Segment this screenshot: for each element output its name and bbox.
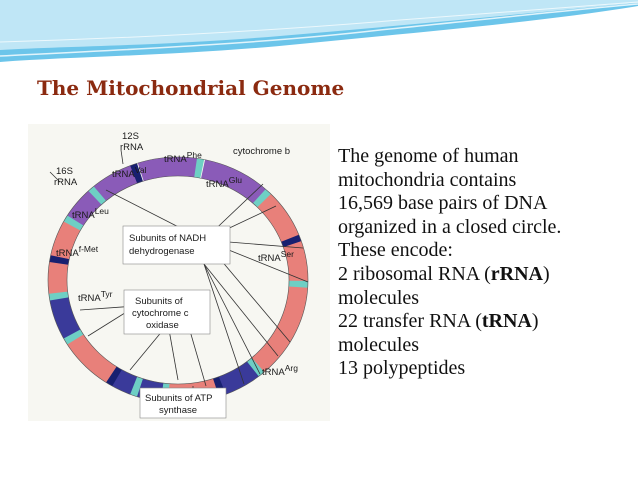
ring-trna-marker bbox=[281, 234, 302, 248]
ring-trna-marker bbox=[246, 357, 265, 377]
label-box-cox bbox=[123, 289, 211, 335]
ring-segment-nd6 bbox=[255, 191, 301, 245]
leader-line bbox=[187, 323, 207, 387]
label-box-nadh bbox=[122, 225, 231, 265]
label-cox-line3: oxidase bbox=[146, 320, 179, 331]
ring-trna-marker bbox=[88, 186, 107, 205]
ring-trna-marker bbox=[130, 163, 143, 184]
ring-trna-marker bbox=[252, 189, 271, 208]
leader-line bbox=[49, 171, 61, 183]
text-line: The genome of human bbox=[338, 145, 519, 167]
leader-line bbox=[203, 263, 245, 385]
text-line: organized in a closed circle. bbox=[338, 215, 562, 238]
label-16s-rrna-line1: 16S bbox=[56, 166, 73, 177]
text-line-trna: 22 transfer RNA (tRNA) bbox=[338, 310, 539, 333]
label-trna-leu: tRNALeu bbox=[72, 206, 109, 221]
label-trna-arg: tRNAArg bbox=[262, 363, 298, 378]
mitochondrial-genome-diagram: 12S rRNA 16S rRNA tRNAPhe tRNAVal cytoch… bbox=[47, 131, 309, 419]
slide-title: The Mitochondrial Genome bbox=[37, 76, 345, 100]
text-line: mitochondria contains bbox=[338, 168, 517, 191]
ring-trna-marker bbox=[63, 329, 84, 345]
label-nadh-line2: dehydrogenase bbox=[129, 246, 195, 257]
header-wave-line bbox=[0, 1, 638, 43]
label-cox-line1: Subunits of bbox=[135, 296, 183, 307]
label-trna-val: tRNAVal bbox=[112, 165, 146, 180]
ring-trna-marker bbox=[63, 215, 84, 231]
ring-segment-12s-rrna bbox=[137, 157, 201, 182]
description-text: The genome of human mitochondria contain… bbox=[338, 145, 628, 381]
label-16s-rrna-line2: rRNA bbox=[54, 177, 78, 188]
leader-line bbox=[120, 149, 124, 165]
leader-line bbox=[203, 263, 261, 375]
label-trna-ser: tRNASer bbox=[258, 249, 294, 264]
text-line: 16,569 base pairs of DNA bbox=[338, 192, 548, 215]
label-12s-rrna-line2: rRNA bbox=[120, 142, 144, 153]
text-line: molecules bbox=[338, 333, 420, 356]
ring-segment-cox2 bbox=[49, 294, 82, 342]
ring-segment-nd4l bbox=[215, 359, 262, 396]
text-line-rrna: 2 ribosomal RNA (rRNA) bbox=[338, 262, 550, 285]
ring-segment-nd5-nd4 bbox=[249, 237, 308, 375]
ring-segment-leu bbox=[65, 188, 104, 228]
ring-inner-edge bbox=[66, 175, 290, 385]
ring-trna-marker bbox=[48, 291, 69, 301]
ring-trna-marker bbox=[49, 255, 70, 265]
ring-trna-marker bbox=[288, 280, 308, 288]
label-trna-tyr: tRNATyr bbox=[78, 289, 113, 304]
ring-segment-cyt-b bbox=[201, 159, 269, 206]
leader-line bbox=[203, 263, 279, 357]
ring-segment-cox bbox=[65, 332, 120, 385]
header-wave-line bbox=[0, 3, 638, 57]
text-line: These encode: bbox=[338, 239, 453, 262]
label-trna-fmet: tRNAf-Met bbox=[56, 244, 99, 259]
ring-trna-marker bbox=[194, 158, 205, 179]
ring-trna-marker bbox=[130, 376, 143, 397]
label-trna-phe: tRNAPhe bbox=[164, 150, 202, 165]
label-box-atp bbox=[139, 387, 227, 419]
label-atp-line2: synthase bbox=[159, 405, 197, 416]
label-nadh-line1: Subunits of NADH bbox=[129, 233, 206, 244]
header-wave-band bbox=[0, 0, 638, 50]
text-line: molecules bbox=[338, 286, 420, 309]
label-cox-line2: cytochrome c bbox=[132, 308, 189, 319]
ring-segment-nd2-nd1 bbox=[48, 218, 82, 298]
text-line: 13 polypeptides bbox=[338, 357, 466, 380]
ring-trna-marker bbox=[106, 366, 122, 387]
header-wave-decoration bbox=[0, 0, 638, 62]
label-12s-rrna-line1: 12S bbox=[122, 131, 139, 142]
label-atp-line1: Subunits of ATP bbox=[145, 393, 212, 404]
label-trna-glu: tRNAGlu bbox=[206, 175, 242, 190]
label-cytochrome-b: cytochrome b bbox=[233, 146, 290, 157]
